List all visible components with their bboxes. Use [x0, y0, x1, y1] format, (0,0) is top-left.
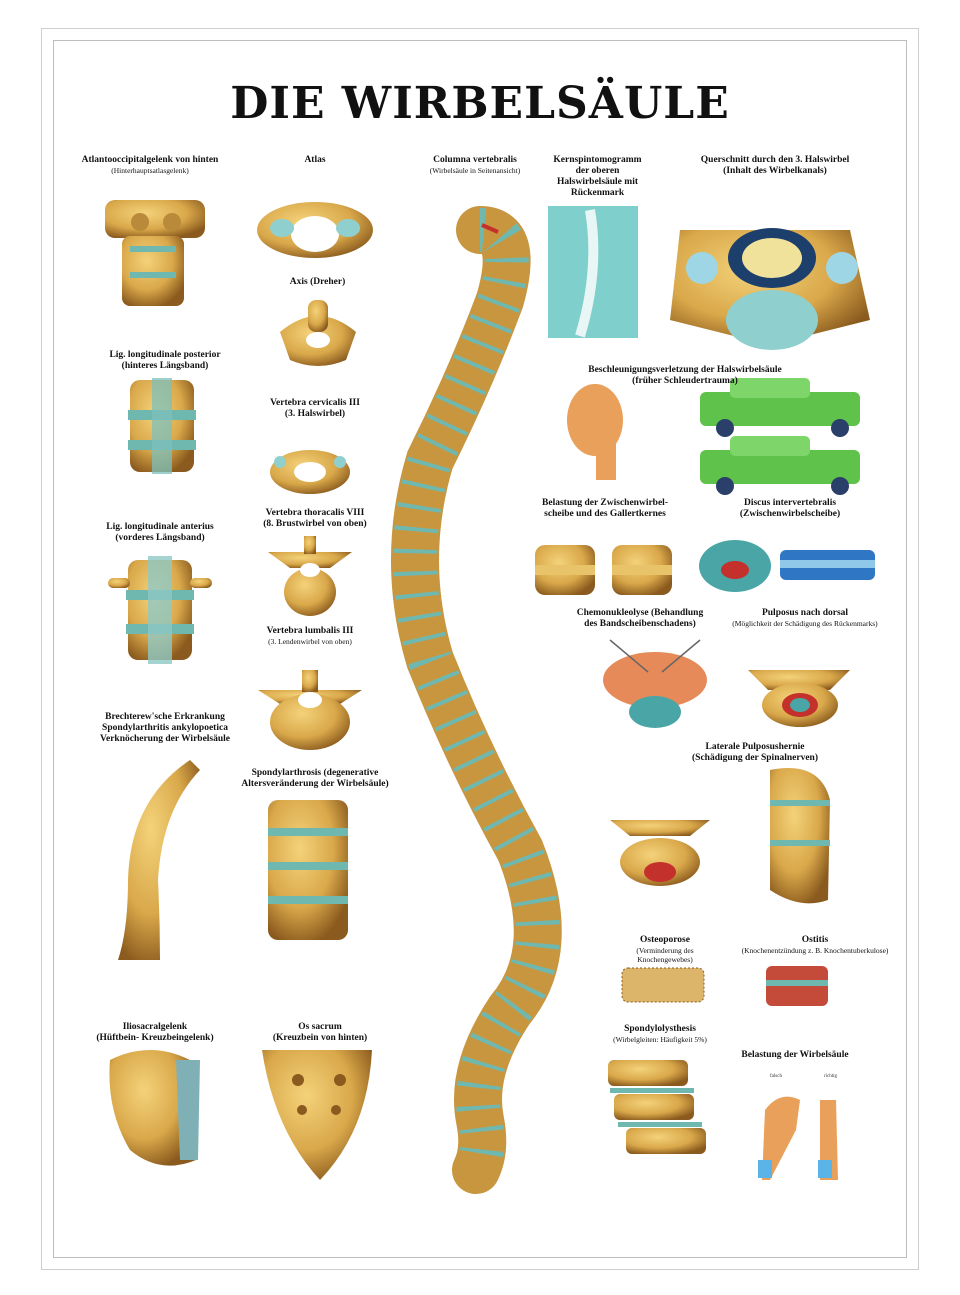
os-sacrum-drawing: [262, 1050, 372, 1180]
caption-laterale: Laterale Pulposushernie(Schädigung der S…: [692, 742, 818, 763]
caption-atlas: Atlas: [304, 155, 326, 165]
ostitis-drawing: [766, 966, 828, 1006]
caption-ostitis: Ostitis(Knochenentzündung z. B. Knochent…: [741, 935, 889, 955]
posture-figures-drawing: [758, 1096, 838, 1180]
spondylarthrosis-drawing: [268, 800, 348, 940]
caption-iliosacral: Iliosacralgelenk(Hüftbein- Kreuzbeingele…: [96, 1022, 214, 1043]
caption-columna: Columna vertebralis(Wirbelsäule in Seite…: [429, 155, 521, 175]
bechterew-drawing: [118, 760, 200, 960]
cars-drawing: [700, 378, 860, 495]
label-falsch: falsch: [770, 1074, 782, 1079]
belastung-discs-drawing: [535, 545, 672, 595]
vert-cervicalis-drawing: [270, 450, 350, 494]
caption-discus: Discus intervertebralis(Zwischenwirbelsc…: [739, 498, 841, 519]
axis-drawing: [280, 300, 356, 366]
chemo-drawing: [603, 639, 707, 728]
caption-vert-cervicalis: Vertebra cervicalis III(3. Halswirbel): [270, 398, 360, 419]
caption-axis: Axis (Dreher): [289, 277, 346, 287]
caption-belastung-zw: Belastung der Zwischenwirbel-scheibe und…: [542, 498, 668, 519]
caption-beschleunigung: Beschleunigungsverletzung der Halswirbel…: [588, 365, 782, 386]
discus-drawing: [699, 540, 875, 592]
caption-vert-thoracalis: Vertebra thoracalis VIII(8. Brustwirbel …: [263, 508, 367, 529]
caption-lig-posterior: Lig. longitudinale posterior(hinteres Lä…: [109, 350, 221, 371]
lig-anterior-drawing: [108, 556, 212, 664]
head-drawing: [567, 384, 623, 480]
querschnitt-drawing: [670, 228, 870, 350]
vert-thoracalis-drawing: [268, 536, 352, 616]
osteoporose-drawing: [621, 967, 705, 1003]
caption-spondylolysthesis: Spondylolysthesis(Wirbelgleiten: Häufigk…: [613, 1024, 707, 1044]
columna-vertebralis-drawing: [391, 206, 562, 1194]
laterale-drawing: [610, 768, 830, 904]
caption-atlanto: Atlantooccipitalgelenk von hinten(Hinter…: [81, 155, 219, 175]
vert-lumbalis-drawing: [258, 670, 362, 750]
caption-lig-anterior: Lig. longitudinale anterius(vorderes Län…: [106, 522, 214, 543]
caption-querschnitt: Querschnitt durch den 3. Halswirbel(Inha…: [700, 155, 850, 176]
pulposus-drawing: [748, 670, 850, 727]
kernspin-drawing: [548, 206, 638, 338]
caption-pulposus: Pulposus nach dorsal(Möglichkeit der Sch…: [732, 608, 878, 628]
lig-posterior-drawing: [128, 378, 196, 474]
iliosacral-drawing: [109, 1050, 200, 1166]
poster-inner-frame: [53, 40, 907, 1258]
atlas-drawing: [257, 202, 373, 258]
label-richtig: richtig: [824, 1074, 838, 1079]
spondylolysthesis-drawing: [608, 1060, 706, 1154]
poster-title: DIE WIRBELSÄULE: [230, 78, 730, 129]
atlanto-joint-drawing: [105, 200, 205, 306]
caption-os-sacrum: Os sacrum(Kreuzbein von hinten): [272, 1022, 368, 1043]
caption-vert-lumbalis: Vertebra lumbalis III(3. Lendenwirbel vo…: [266, 626, 354, 646]
caption-belastung-ws: Belastung der Wirbelsäule: [741, 1050, 849, 1060]
